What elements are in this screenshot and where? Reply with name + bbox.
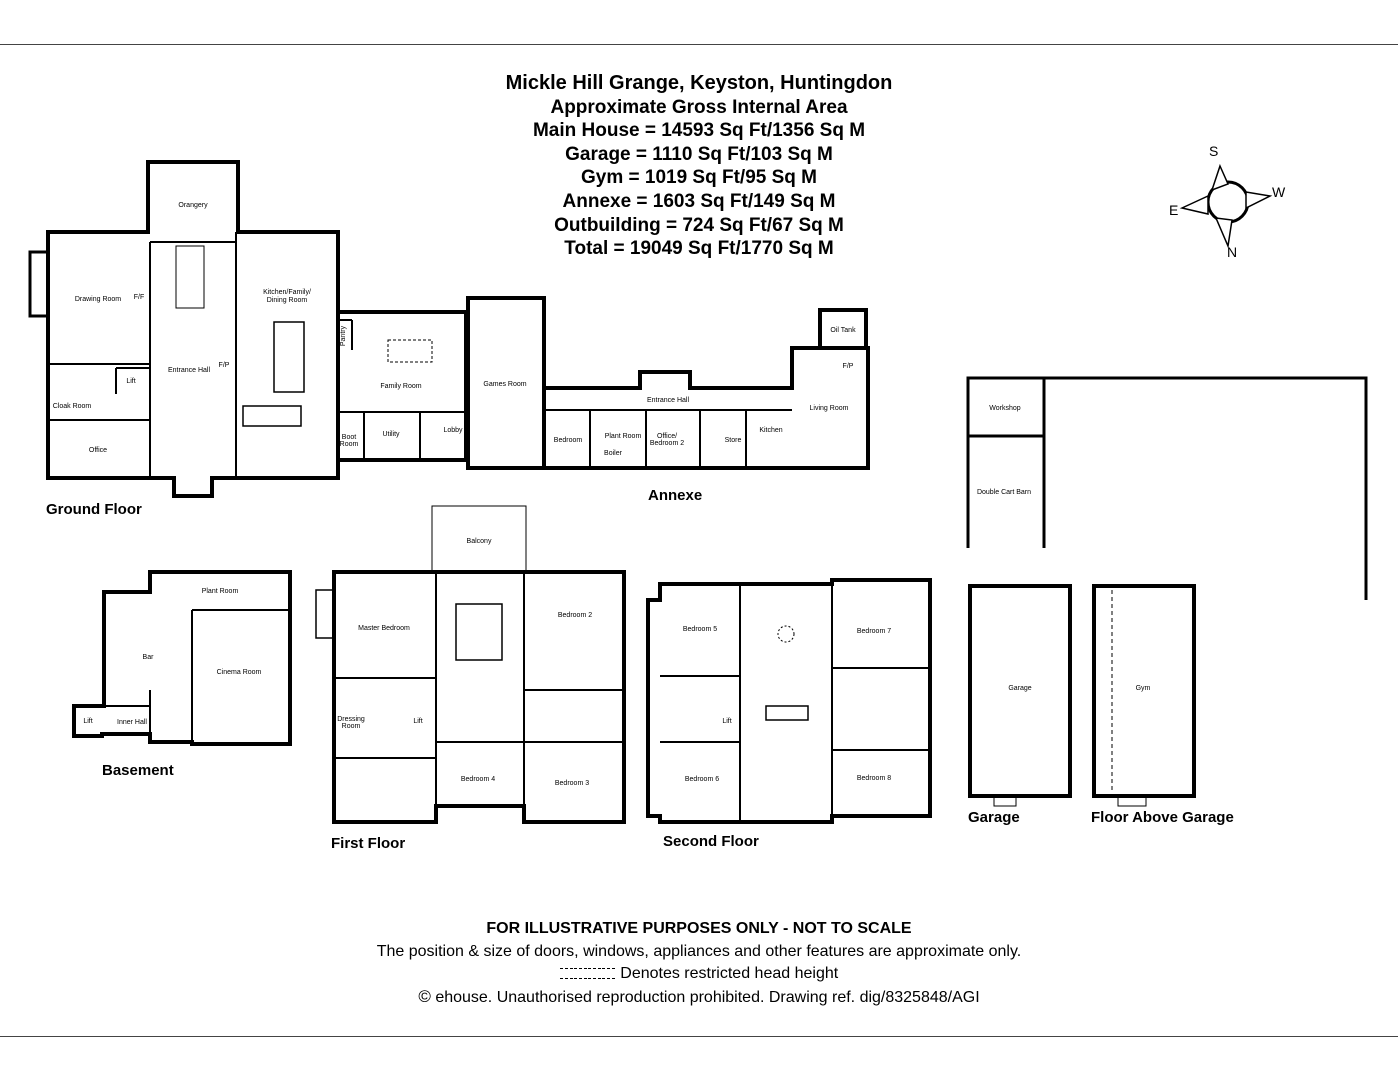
room-label: Store — [725, 437, 742, 444]
floor-label-first: First Floor — [331, 835, 406, 852]
room-label: Boiler — [604, 450, 623, 457]
room-label: Lift — [83, 718, 92, 725]
room-label: Bedroom 6 — [685, 776, 719, 783]
top-rule — [0, 44, 1398, 45]
room-label: Plant Room — [605, 433, 642, 440]
floor-label-basement: Basement — [102, 762, 174, 779]
room-label: Room — [342, 723, 361, 730]
room-label: Kitchen — [759, 427, 782, 434]
room-label: Dressing — [337, 716, 365, 723]
room-label: Master Bedroom — [358, 625, 410, 632]
room-label: Orangery — [178, 202, 208, 209]
restricted-head-height-legend-icon — [559, 965, 616, 982]
floor-label-floor-above-garage: Floor Above Garage — [1091, 809, 1234, 826]
room-label: Bedroom 7 — [857, 628, 891, 635]
room-label: Bedroom 5 — [683, 626, 717, 633]
drawing-room-bay — [28, 250, 48, 318]
room-label: Cloak Room — [53, 403, 92, 410]
room-label: Lift — [126, 378, 135, 385]
area-main-house: Main House = 14593 Sq Ft/1356 Sq M — [532, 120, 866, 142]
room-label: Lift — [413, 718, 422, 725]
room-label: F/F — [134, 294, 145, 301]
room-label: Dining Room — [267, 297, 308, 304]
area-annexe: Annexe = 1603 Sq Ft/149 Sq M — [562, 190, 836, 212]
compass-south: S — [1209, 143, 1219, 159]
copyright-icon: © — [418, 986, 431, 1006]
room-label: Drawing Room — [75, 296, 121, 303]
legend-line: Denotes restricted head height — [199, 963, 1199, 986]
room-label: Bedroom 2 — [650, 440, 684, 447]
area-subtitle: Approximate Gross Internal Area — [550, 96, 848, 118]
ground-floor-walls — [46, 160, 340, 498]
room-label: Balcony — [467, 538, 492, 545]
room-label: Office — [89, 447, 107, 454]
garage-walls — [968, 584, 1072, 798]
property-title: Mickle Hill Grange, Keyston, Huntingdon — [505, 72, 893, 94]
room-label: Bar — [143, 654, 155, 661]
copyright-line: © ehouse. Unauthorised reproduction proh… — [199, 986, 1199, 1010]
workshop-walls — [968, 376, 1046, 438]
outbuilding-walls — [966, 376, 1368, 600]
oil-tank-walls — [818, 308, 868, 350]
compass-east: E — [1169, 202, 1179, 218]
room-label: Oil Tank — [830, 327, 856, 334]
floor-label-ground: Ground Floor — [46, 501, 142, 518]
floor-label-garage: Garage — [968, 809, 1020, 826]
room-label: Bedroom 2 — [558, 612, 592, 619]
room-label: F/P — [219, 362, 230, 369]
area-total: Total = 19049 Sq Ft/1770 Sq M — [564, 238, 834, 260]
room-label: Lobby — [443, 427, 463, 434]
floor-label-second: Second Floor — [663, 833, 759, 850]
second-floor-walls — [646, 578, 932, 824]
area-outbuilding: Outbuilding = 724 Sq Ft/67 Sq M — [554, 214, 844, 236]
area-garage: Garage = 1110 Sq Ft/103 Sq M — [565, 143, 833, 165]
gym-stairs — [1117, 795, 1147, 807]
room-label: Entrance Hall — [647, 397, 689, 404]
room-label: Utility — [382, 431, 400, 438]
footer: FOR ILLUSTRATIVE PURPOSES ONLY - NOT TO … — [199, 918, 1199, 1009]
header: Mickle Hill Grange, Keyston, Huntingdon … — [399, 72, 999, 261]
disclaimer: FOR ILLUSTRATIVE PURPOSES ONLY - NOT TO … — [486, 920, 912, 937]
compass-icon — [1179, 163, 1273, 249]
legend-text: Denotes restricted head height — [620, 965, 839, 982]
garage-stairs — [993, 795, 1017, 807]
bottom-rule — [0, 1036, 1398, 1037]
area-gym: Gym = 1019 Sq Ft/95 Sq M — [580, 167, 817, 189]
room-label: Games Room — [483, 381, 526, 388]
room-label: Bedroom 3 — [555, 780, 589, 787]
games-room-walls — [466, 296, 546, 470]
room-label: Bedroom 4 — [461, 776, 495, 783]
annexe-walls — [544, 346, 870, 470]
basement-walls — [72, 570, 292, 746]
room-label: Gym — [1136, 685, 1151, 692]
room-label: Inner Hall — [117, 719, 147, 726]
room-label: Entrance Hall — [168, 367, 210, 374]
compass-west: W — [1272, 184, 1286, 200]
room-label: Lift — [722, 718, 731, 725]
floor-label-annexe: Annexe — [648, 487, 703, 504]
footer-note: The position & size of doors, windows, a… — [376, 942, 1022, 960]
room-label: Bedroom — [554, 437, 583, 444]
room-label: Cinema Room — [217, 669, 262, 676]
first-floor-bay — [315, 589, 335, 639]
compass-north: N — [1227, 244, 1238, 260]
room-label: Bedroom 8 — [857, 775, 891, 782]
room-label: Living Room — [810, 405, 849, 412]
room-label: Boot — [342, 434, 356, 441]
room-label: Kitchen/Family/ — [263, 289, 311, 296]
room-label: Plant Room — [202, 588, 239, 595]
room-label: Double Cart Barn — [977, 489, 1031, 496]
room-label: Room — [340, 441, 359, 448]
room-label: Pantry — [340, 325, 347, 346]
room-label: Office/ — [657, 433, 677, 440]
copyright-text: ehouse. Unauthorised reproduction prohib… — [435, 988, 980, 1006]
room-label: F/P — [843, 363, 854, 370]
room-label: Garage — [1008, 685, 1031, 692]
room-label: Workshop — [989, 405, 1020, 412]
room-label: Family Room — [380, 383, 421, 390]
